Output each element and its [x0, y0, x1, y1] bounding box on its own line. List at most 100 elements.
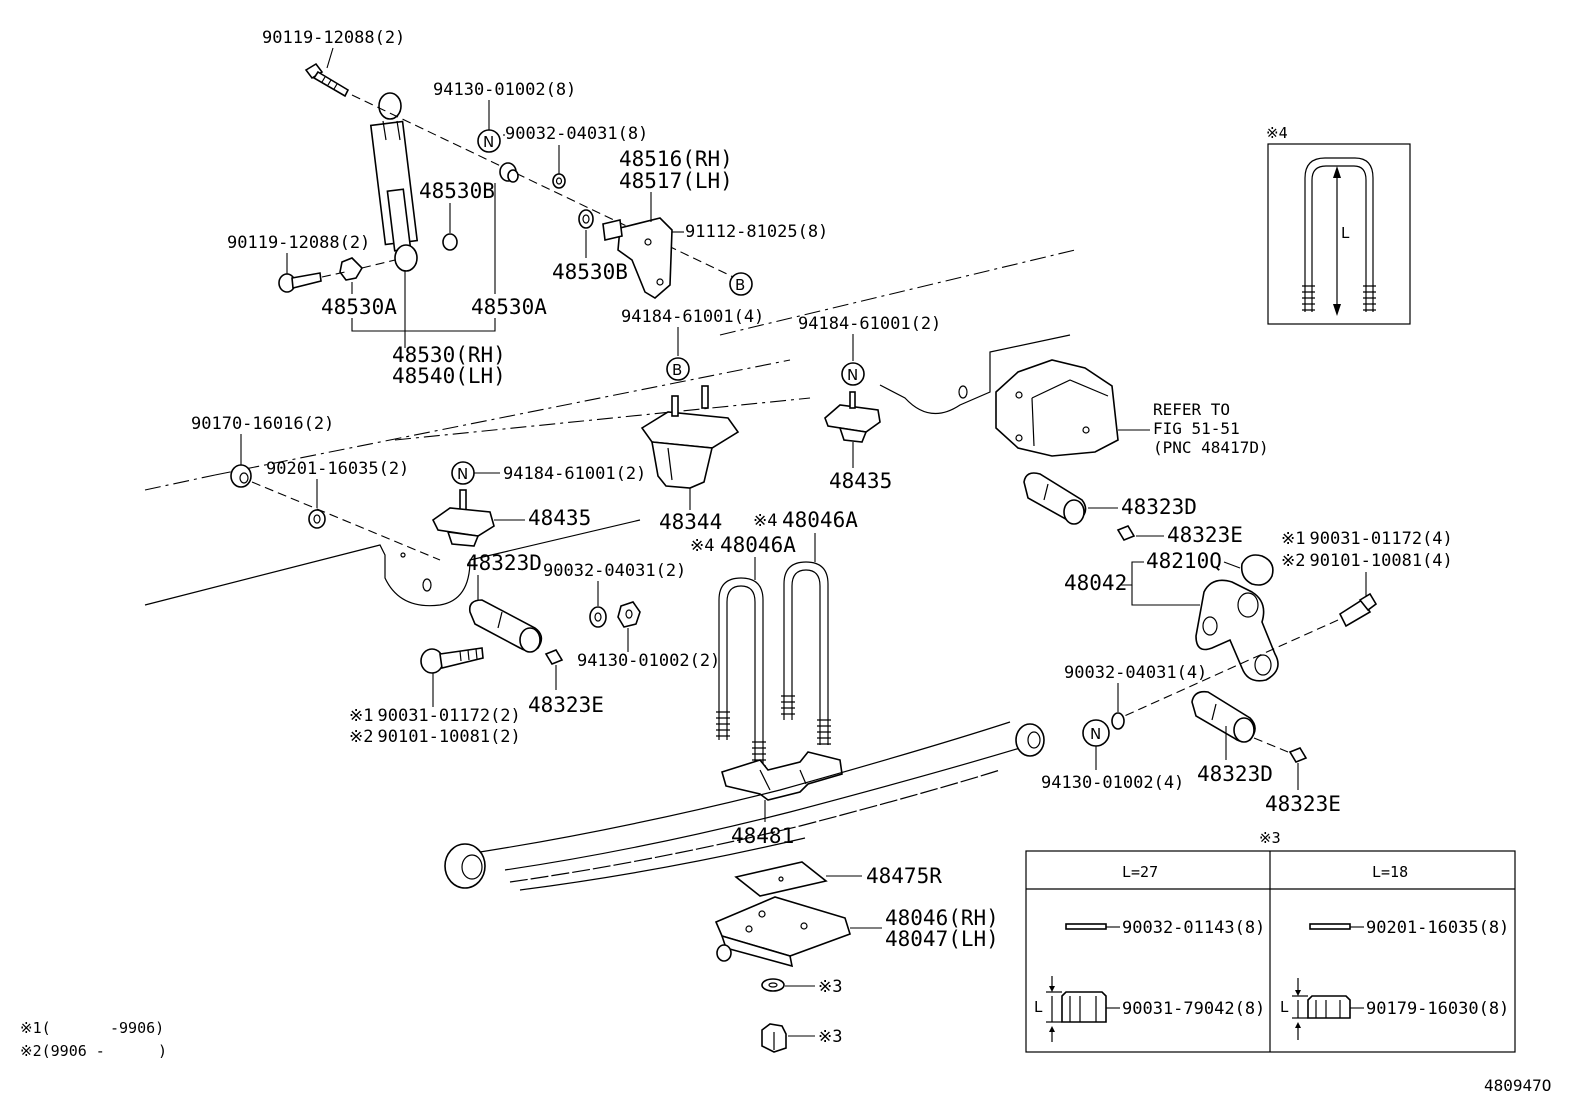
pin-right-top-icon: [1023, 472, 1087, 525]
legend: ※1( -9906) ※2(9906 - ): [20, 1019, 167, 1060]
ubolt-rear-icon: [781, 561, 831, 745]
inset4-title: ※4: [1266, 124, 1288, 142]
label-bolt-top: 90119-12088(2): [262, 28, 405, 48]
label-grease-right-low: 48323E: [1265, 792, 1341, 816]
svg-text:B: B: [735, 276, 745, 294]
label-grease-left: 48323E: [528, 693, 604, 717]
label-bushing-b-low: 48530B: [552, 260, 628, 284]
nut-mid-icon: [617, 601, 641, 628]
diagram-id: 480947O: [1484, 1076, 1551, 1095]
label-ubolt-a-note: ※4: [753, 511, 777, 531]
bushing-48530b-left-icon: [442, 233, 458, 251]
bolt-right-icon: [1338, 592, 1378, 628]
label-nut-right: 94130-01002(4): [1041, 773, 1184, 793]
nut-n-left-icon: N: [451, 461, 475, 485]
bushing-48530a-left-icon: [339, 257, 364, 281]
label-nut-top: 94130-01002(8): [433, 80, 576, 100]
bolt-top-icon: [304, 62, 350, 98]
table3-col1-header: L=27: [1122, 863, 1158, 881]
label-bushing-b-mid: 48530B: [419, 179, 495, 203]
legend-note2-close: ): [158, 1042, 167, 1060]
svg-text:B: B: [672, 361, 682, 379]
grease-right-top-icon: [1116, 525, 1136, 541]
label-washer-mid: 90032-04031(2): [543, 561, 686, 581]
label-ubolt-b-note: ※4: [690, 536, 714, 556]
svg-text:N: N: [457, 465, 468, 483]
label-stud-n-right: 94184-61001(2): [798, 314, 941, 334]
washer-right-icon: [1111, 712, 1125, 730]
bumper-right-icon: [824, 391, 881, 443]
bushing-48530b-low-icon: [578, 209, 594, 229]
table3-dim-2: L: [1280, 998, 1289, 1016]
label-pin-right-top: 48323D: [1121, 495, 1197, 519]
label-plate-lh: 48047(LH): [885, 927, 999, 951]
label-bumper-right: 48435: [829, 469, 892, 493]
ubolt-front-icon: [716, 577, 766, 768]
label-ubolt-b: 48046A: [720, 533, 796, 557]
grease-left-icon: [544, 649, 564, 665]
grease-right-low-icon: [1288, 747, 1308, 763]
label-seat: 48481: [731, 824, 794, 848]
label-plate-rh: 48046(RH): [885, 906, 999, 930]
label-bushing-a-right: 48530A: [471, 295, 547, 319]
label-bracket-lh: 48517(LH): [619, 169, 733, 193]
inset-ubolt-dimension: ※4 L: [1266, 124, 1411, 325]
shackle-icon: [1195, 579, 1279, 682]
table3-c1-r2: 90031-79042(8): [1122, 999, 1265, 1019]
label-washer-left: 90201-16035(2): [266, 459, 409, 479]
label-pin-right-low: 48323D: [1197, 762, 1273, 786]
label-nut-left: 90170-16016(2): [191, 414, 334, 434]
table3-col2-header: L=18: [1372, 863, 1408, 881]
stopper-icon: [640, 385, 740, 489]
refer-line-1: REFER TO: [1153, 400, 1230, 419]
legend-note1: ※1(: [20, 1019, 51, 1037]
shock-absorber: [369, 92, 419, 272]
stud-b-top-icon: B: [729, 272, 753, 296]
label-shackle-sub: 48210Q: [1146, 549, 1222, 573]
label-stud-b: 94184-61001(4): [621, 307, 764, 327]
svg-text:N: N: [1090, 725, 1101, 743]
table3-c2-r1: 90201-16035(8): [1366, 918, 1509, 938]
nut-n-lower-right-icon: N: [1082, 719, 1110, 747]
hanger-icon: [995, 359, 1119, 457]
table-note3: ※3 L=27 L=18 90032-01143(8) L 90031-7904…: [1025, 829, 1516, 1053]
table3-title: ※3: [1259, 829, 1281, 847]
bracket-icon: [602, 217, 673, 299]
leaf-spring-icon: [444, 721, 1045, 891]
table3-c2-r2: 90179-16030(8): [1366, 999, 1509, 1019]
frame-outline: [144, 249, 1076, 607]
washer-top-icon: [552, 173, 566, 189]
plate-nut-icon: [761, 1023, 787, 1053]
legend-note1-range: -9906): [110, 1019, 164, 1037]
svg-text:N: N: [847, 366, 858, 384]
label-nut-mid: 94130-01002(2): [577, 651, 720, 671]
svg-text:N: N: [483, 133, 494, 151]
label-bumper-left: 48435: [528, 506, 591, 530]
nut-left-icon: [230, 464, 252, 488]
legend-note2: ※2(9906 -: [20, 1042, 105, 1060]
label-plate-washer-note: ※3: [818, 977, 842, 997]
label-bushing-a-left: 48530A: [321, 295, 397, 319]
bumper-left-icon: [431, 489, 495, 547]
plate-washer-icon: [761, 978, 785, 992]
bolt-mid-icon: [278, 272, 322, 293]
label-bracket-rh: 48516(RH): [619, 147, 733, 171]
label-grease-right-top: 48323E: [1167, 523, 1243, 547]
refer-line-3: (PNC 48417D): [1153, 438, 1269, 457]
bolt-left-icon: [420, 647, 484, 674]
label-stud-n-left: 94184-61001(2): [503, 464, 646, 484]
stud-b-mid-icon: B: [666, 357, 690, 381]
label-spacer: 48475R: [866, 864, 942, 888]
label-stopper: 48344: [659, 510, 722, 534]
seat-icon: [721, 751, 843, 801]
table3-dim-1: L: [1034, 998, 1043, 1016]
spacer-icon: [734, 861, 828, 897]
label-plate-nut-note: ※3: [818, 1027, 842, 1047]
plate-icon: [714, 896, 851, 968]
refer-line-2: FIG 51-51: [1153, 419, 1240, 438]
washer-left-icon: [308, 509, 326, 529]
